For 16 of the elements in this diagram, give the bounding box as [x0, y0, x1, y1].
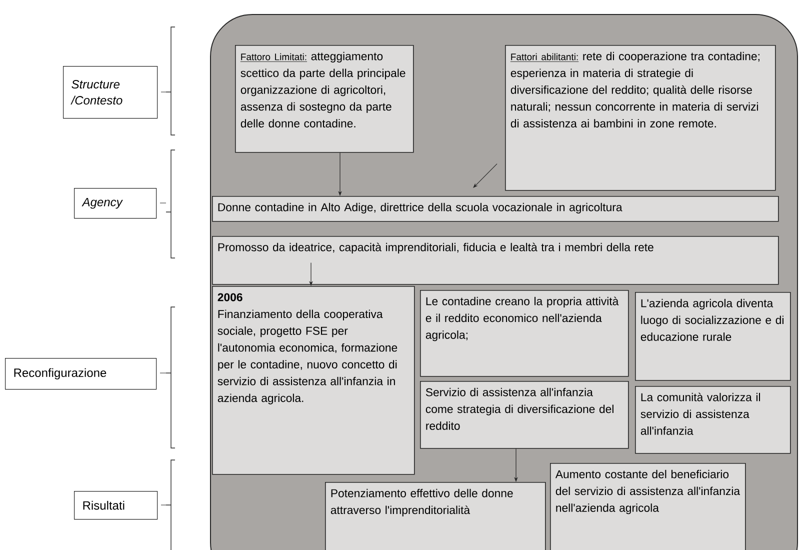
text-box: Servizio di assistenza all'infanzia come strategia di diversificazione del reddito	[420, 381, 629, 449]
text-box: Donne contadine in Alto Adige, direttrice della scuola vocazionale in agricoltura	[212, 196, 779, 222]
arrow	[473, 164, 498, 188]
label-box: Structure /Contesto	[63, 66, 158, 119]
text-box: Le contadine creano la propria attività e il reddito economico nell'azienda agricola;	[420, 290, 629, 377]
text-box: Fattori abilitanti: rete di cooperazione tra contadine; esperienza in materia di strategie di diversificazione del reddito; qualità delle risorse naturali; nessun concorrente in materia di servizi di assistenza ai bambini in zone remote.	[505, 45, 776, 191]
text-box: L'azienda agricola diventa luogo di socializzazione e di educazione rurale	[635, 292, 791, 381]
label-box: Reconfigurazione	[5, 358, 157, 390]
text-box: 2006 Finanziamento della cooperativa sociale, progetto FSE per l'autonomia economica, formazione per le contadine, nuovo concetto di servizio di assistenza all'infanzia in azienda agricola.	[212, 286, 415, 475]
text-box: Promosso da ideatrice, capacità imprenditoriali, fiducia e lealtà tra i membri della rete	[212, 236, 779, 285]
text-box: La comunità valorizza il servizio di assistenza all'infanzia	[635, 386, 791, 454]
text-box: Fattoro Limitati: atteggiamento scettico da parte della principale organizzazione di agricoltori, assenza di sostegno da parte delle donne contadine.	[235, 45, 414, 153]
label-box: Risultati	[74, 491, 158, 520]
text-box: Aumento costante del beneficiario del servizio di assistenza all'infanzia nell'azienda agricola	[550, 463, 746, 550]
text-box: Potenziamento effettivo delle donne attraverso l'imprenditorialità	[325, 482, 546, 550]
label-box: Agency	[74, 188, 157, 219]
